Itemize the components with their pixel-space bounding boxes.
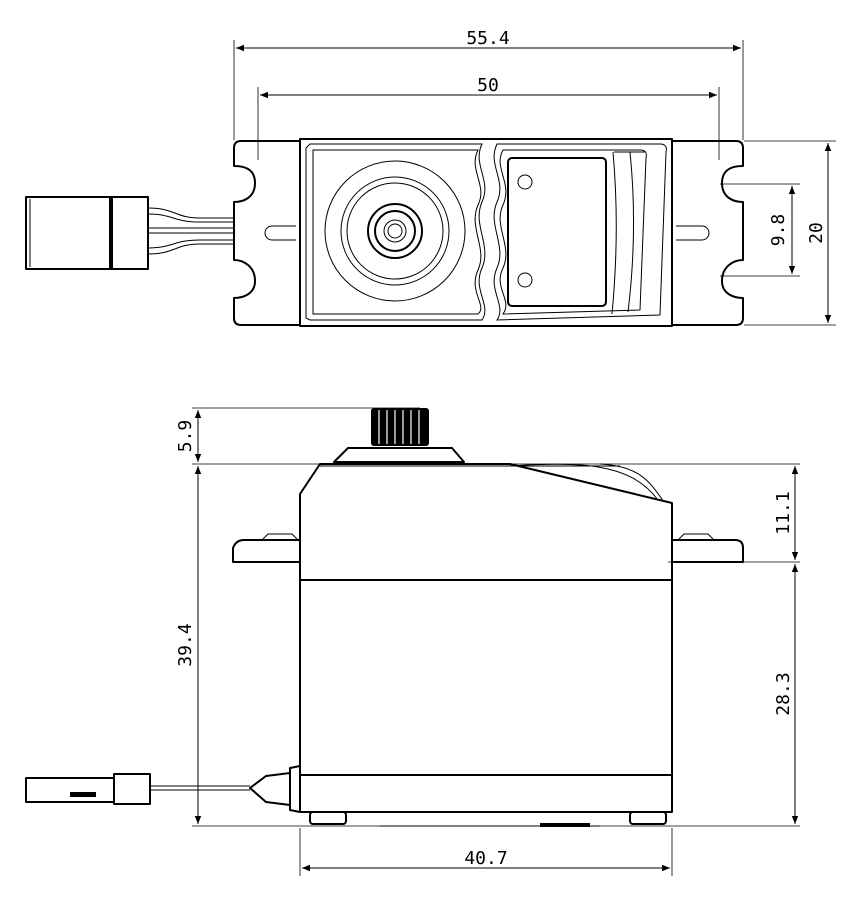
dim-mount-hole-spacing: 50 — [477, 75, 499, 96]
top-view: 55.4 50 20 9.8 — [25, 28, 836, 327]
side-extension-lines — [192, 407, 800, 876]
side-view: 5.9 39.4 11.1 28.3 40.7 — [25, 407, 800, 876]
label-plate — [507, 157, 607, 307]
top-extension-lines — [233, 40, 836, 326]
output-spline — [324, 160, 466, 302]
connector-plug-side — [25, 773, 151, 805]
dim-top-to-flange: 11.1 — [773, 491, 794, 534]
side-flanges — [232, 533, 744, 563]
servo-case-middle — [299, 562, 673, 813]
dim-body-depth: 20 — [806, 222, 827, 244]
servo-case-upper — [299, 463, 673, 540]
connector-plug-top — [25, 196, 149, 270]
dim-body-width: 40.7 — [464, 848, 507, 869]
spline-gear-side — [333, 408, 465, 463]
dim-flange-to-bottom: 28.3 — [773, 672, 794, 715]
cable-side — [150, 765, 301, 813]
dim-total-height: 39.4 — [175, 623, 196, 666]
dim-hole-pitch: 9.8 — [768, 214, 789, 247]
case-feet — [309, 811, 667, 827]
mounting-flange-right — [671, 140, 744, 326]
servo-body-top — [299, 138, 673, 327]
mounting-flange-left — [233, 140, 301, 326]
dim-overall-width: 55.4 — [466, 28, 509, 49]
dim-spline-height: 5.9 — [175, 420, 196, 453]
cable-wires-top — [147, 207, 235, 255]
